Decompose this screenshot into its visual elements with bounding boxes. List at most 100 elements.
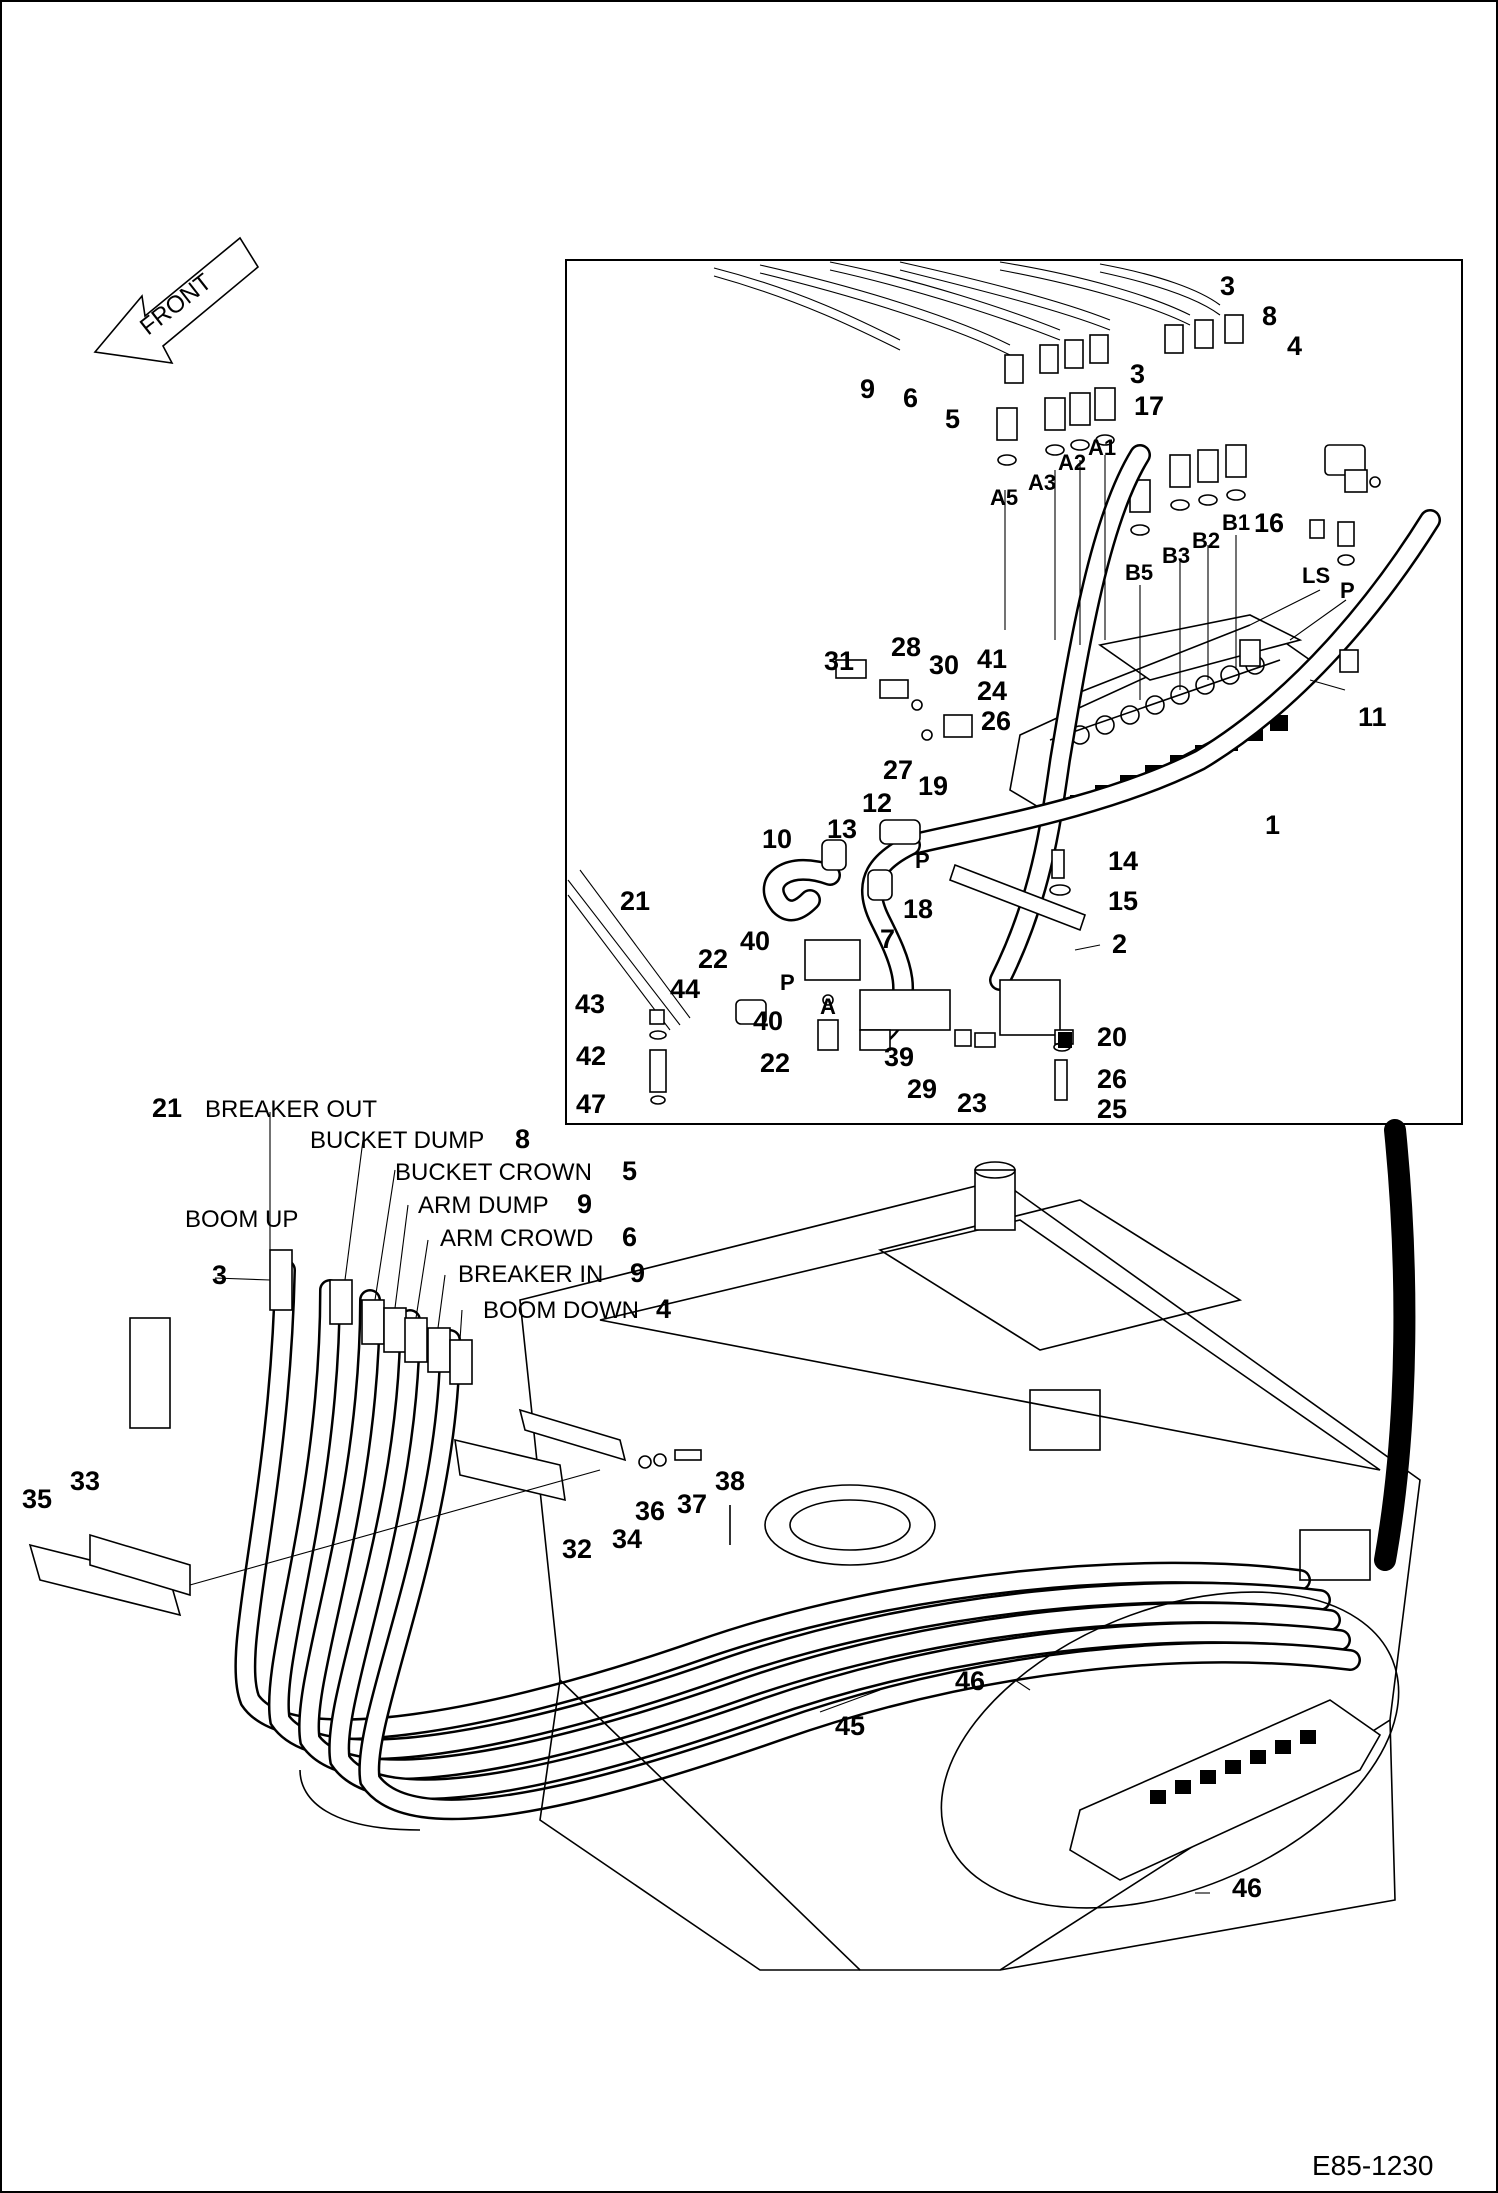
detail-callouts: 3 8 4 9 6 5 3 17 16 41 24 26 28 30 31 27… xyxy=(575,271,1387,1124)
svg-text:B5: B5 xyxy=(1125,560,1153,585)
callout: 30 xyxy=(929,650,959,680)
hose-label-bucket-dump: BUCKET DUMP 8 xyxy=(310,1124,530,1154)
main-valve xyxy=(1069,1699,1382,1881)
callout: 6 xyxy=(903,383,918,413)
hose-label-boom-down: BOOM DOWN 4 xyxy=(483,1294,671,1324)
callout: 31 xyxy=(824,646,854,676)
callout: 34 xyxy=(612,1524,642,1554)
callout: 45 xyxy=(835,1711,865,1741)
inset-fittings xyxy=(996,314,1381,566)
callout: 26 xyxy=(981,706,1011,736)
inset-leaders xyxy=(1004,455,1347,951)
clamp-parts xyxy=(28,1317,731,1617)
svg-text:LS: LS xyxy=(1302,563,1330,588)
hose-label-boom-up: BOOM UP 3 xyxy=(185,1206,298,1290)
detail-inset-frame xyxy=(565,259,1463,1125)
svg-text:3: 3 xyxy=(212,1260,227,1290)
callout: 17 xyxy=(1134,391,1164,421)
callout: 40 xyxy=(740,926,770,956)
svg-text:B3: B3 xyxy=(1162,543,1190,568)
callout: 10 xyxy=(762,824,792,854)
callout: 46 xyxy=(955,1666,985,1696)
main-callouts: 3 33 35 32 34 36 37 38 46 45 46 xyxy=(22,1466,1262,1903)
svg-text:21: 21 xyxy=(152,1093,182,1123)
callout: 35 xyxy=(22,1484,52,1514)
svg-text:P: P xyxy=(780,970,795,995)
callout: 8 xyxy=(1262,301,1277,331)
svg-text:BOOM DOWN: BOOM DOWN xyxy=(483,1297,639,1324)
callout: 24 xyxy=(977,676,1007,706)
callout: 21 xyxy=(620,886,650,916)
port-labels: A5 A3 A2 A1 B5 B3 B2 B1 LS P P P A xyxy=(780,435,1355,1019)
callout: 36 xyxy=(635,1496,665,1526)
callout: 32 xyxy=(562,1534,592,1564)
callout: 28 xyxy=(891,632,921,662)
svg-text:BUCKET DUMP: BUCKET DUMP xyxy=(310,1127,484,1154)
callout: 13 xyxy=(827,814,857,844)
svg-text:B2: B2 xyxy=(1192,528,1220,553)
callout: 19 xyxy=(918,771,948,801)
callout: 29 xyxy=(907,1074,937,1104)
svg-text:A: A xyxy=(820,994,836,1019)
svg-text:BREAKER OUT: BREAKER OUT xyxy=(205,1096,377,1123)
callout: 39 xyxy=(884,1042,914,1072)
hose-function-labels: 21 BREAKER OUT BUCKET DUMP 8 BUCKET CROW… xyxy=(152,1093,671,1324)
svg-text:B1: B1 xyxy=(1222,510,1250,535)
callout: 26 xyxy=(1097,1064,1127,1094)
callout: 16 xyxy=(1254,508,1284,538)
inset-hose-bundle xyxy=(713,261,1221,356)
callout: 37 xyxy=(677,1489,707,1519)
main-leaders xyxy=(214,1112,1210,1894)
hose-label-bucket-crown: BUCKET CROWN 5 xyxy=(395,1156,637,1186)
callout: 22 xyxy=(760,1048,790,1078)
document-id: E85-1230 xyxy=(1312,2150,1433,2181)
callout: 3 xyxy=(1220,271,1235,301)
callout: 25 xyxy=(1097,1094,1127,1124)
svg-text:8: 8 xyxy=(515,1124,530,1154)
svg-text:4: 4 xyxy=(656,1294,671,1324)
callout: 11 xyxy=(1358,702,1387,732)
callout: 33 xyxy=(70,1466,100,1496)
callout: 41 xyxy=(977,644,1007,674)
callout: 47 xyxy=(576,1089,606,1119)
callout: 5 xyxy=(945,404,960,434)
svg-text:6: 6 xyxy=(622,1222,637,1252)
front-label: FRONT xyxy=(135,268,217,340)
callout: 23 xyxy=(957,1088,987,1118)
callout: 40 xyxy=(753,1006,783,1036)
svg-text:9: 9 xyxy=(630,1258,645,1288)
hose-21 xyxy=(567,869,691,1031)
hose-label-arm-dump: ARM DUMP 9 xyxy=(418,1189,592,1219)
svg-text:A3: A3 xyxy=(1028,470,1056,495)
svg-text:5: 5 xyxy=(622,1156,637,1186)
callout: 42 xyxy=(576,1041,606,1071)
callout: 43 xyxy=(575,989,605,1019)
callout: 9 xyxy=(860,374,875,404)
svg-text:ARM DUMP: ARM DUMP xyxy=(418,1192,549,1219)
hose-label-arm-crowd: ARM CROWD 6 xyxy=(440,1222,637,1252)
callout: 4 xyxy=(1287,331,1302,361)
callout: 14 xyxy=(1108,846,1138,876)
svg-text:BUCKET CROWN: BUCKET CROWN xyxy=(395,1159,592,1186)
callout: 38 xyxy=(715,1466,745,1496)
callout: 46 xyxy=(1232,1873,1262,1903)
callout: 44 xyxy=(670,974,700,1004)
hose-label-breaker-in: BREAKER IN 9 xyxy=(458,1258,645,1288)
detail-ellipse xyxy=(940,1591,1400,1909)
callout: 18 xyxy=(903,894,933,924)
svg-text:9: 9 xyxy=(577,1189,592,1219)
callout: 3 xyxy=(1130,359,1145,389)
svg-text:P: P xyxy=(915,848,930,873)
svg-text:ARM CROWD: ARM CROWD xyxy=(440,1225,593,1252)
svg-text:A1: A1 xyxy=(1088,435,1116,460)
callout: 22 xyxy=(698,944,728,974)
hose-label-breaker-out: 21 BREAKER OUT xyxy=(152,1093,377,1123)
front-arrow-icon: FRONT xyxy=(93,236,260,365)
svg-text:BREAKER IN: BREAKER IN xyxy=(458,1261,603,1288)
callout: 2 xyxy=(1112,929,1127,959)
callout: 12 xyxy=(862,788,892,818)
callout: 1 xyxy=(1265,810,1280,840)
hose-bundle-main xyxy=(234,1259,1361,1821)
upper-frame xyxy=(299,1119,1421,1971)
